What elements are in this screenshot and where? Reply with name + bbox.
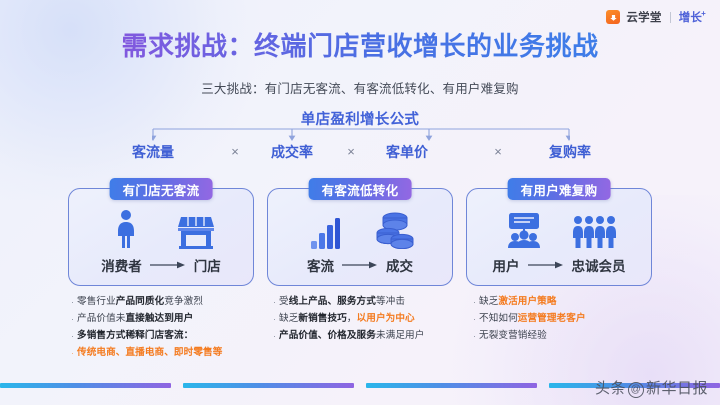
challenge-card-1: 有门店无客流	[68, 178, 254, 287]
bullet-text: 不知如何运营管理老客户	[479, 313, 586, 324]
formula-operator-2: ×	[347, 144, 355, 159]
arrow-right-icon	[342, 260, 378, 270]
bullet-item: ·多销售方式稀释门店客流：	[68, 328, 268, 344]
footer-bar-segment	[183, 383, 354, 388]
card-3-left-label: 用户	[492, 259, 520, 274]
watermark-prefix: 头条	[594, 380, 626, 397]
bullet-dot-icon: ·	[273, 314, 276, 324]
bullet-text: 零售行业产品同质化竞争激烈	[77, 296, 204, 307]
bullet-item: ·零售行业产品同质化竞争激烈	[68, 294, 268, 310]
bullet-column-2: ·受线上产品、服务方式等冲击·缺乏新销售技巧，以用户为中心·产品价值、价格及服务…	[270, 294, 470, 345]
bullet-dot-icon: ·	[71, 331, 74, 341]
bullet-text: 多销售方式稀释门店客流：	[77, 330, 194, 341]
arrow-right-icon	[149, 260, 186, 270]
card-2-label-row: 客流 成交	[268, 255, 452, 275]
bullet-text: 受线上产品、服务方式等冲击	[279, 296, 406, 307]
presentation-audience-icon	[495, 207, 553, 249]
bullet-item: ·不知如何运营管理老客户	[470, 311, 670, 327]
bullet-dot-icon: ·	[71, 314, 74, 324]
card-1-right-label: 门店	[193, 259, 221, 274]
bullet-dot-icon: ·	[71, 348, 74, 358]
footer-bar-segment	[366, 383, 537, 388]
formula-operator-1: ×	[231, 144, 239, 159]
card-3-label-row: 用户 忠诚会员	[467, 255, 651, 275]
bullet-dot-icon: ·	[473, 314, 476, 324]
bullet-item: ·产品价值未直接触达到用户	[68, 311, 268, 327]
bullet-column-1: ·零售行业产品同质化竞争激烈·产品价值未直接触达到用户·多销售方式稀释门店客流：…	[68, 294, 268, 362]
brand-sub-name: 增长+	[678, 9, 706, 24]
brand-logo: 云学堂 增长+	[606, 9, 706, 25]
bar-chart-icon	[296, 207, 354, 249]
card-2-badge: 有客流低转化	[308, 178, 412, 200]
bullet-dot-icon: ·	[273, 297, 276, 307]
formula-term-1: 客流量	[132, 144, 174, 160]
formula-term-2: 成交率	[271, 144, 313, 160]
card-1-body: 消费者 门店	[69, 205, 253, 287]
bullet-dot-icon: ·	[273, 331, 276, 341]
watermark: 头条@新华日报	[595, 377, 708, 398]
bullet-dot-icon: ·	[71, 297, 74, 307]
formula-term-4: 复购率	[549, 144, 591, 160]
bullet-text: 缺乏新销售技巧，以用户为中心	[279, 313, 415, 324]
bullet-dot-icon: ·	[473, 331, 476, 341]
card-2-right-label: 成交	[386, 259, 413, 274]
card-3-badge: 有用户难复购	[507, 178, 611, 200]
bullet-item: ·缺乏新销售技巧，以用户为中心	[270, 311, 470, 327]
coins-icon	[366, 207, 424, 249]
bullet-item: ·缺乏激活用户策略	[470, 294, 670, 310]
footer-bar-segment	[0, 383, 171, 388]
card-1-left-label: 消费者	[101, 259, 142, 274]
formula-row: 客流量 × 成交率 × 客单价 × 复购率	[60, 142, 660, 164]
formula-title: 单店盈利增长公式	[300, 112, 420, 128]
card-2-body: 客流 成交	[268, 205, 452, 287]
bullet-item: ·传统电商、直播电商、即时零售等	[68, 345, 268, 361]
people-group-icon	[565, 207, 623, 249]
card-2-icon-row	[268, 205, 452, 249]
bullet-item: ·受线上产品、服务方式等冲击	[270, 294, 470, 310]
bullet-text: 缺乏激活用户策略	[479, 296, 557, 307]
bullet-text: 产品价值未直接触达到用户	[77, 313, 194, 324]
page-title: 需求挑战：终端门店营收增长的业务挑战	[0, 26, 720, 63]
brand-plus-glyph: +	[701, 9, 706, 19]
bullet-item: ·无裂变营销经验	[470, 328, 670, 344]
card-1-label-row: 消费者 门店	[69, 255, 253, 275]
brand-name: 云学堂	[626, 12, 662, 24]
bullet-text: 无裂变营销经验	[479, 330, 547, 341]
formula-term-3: 客单价	[386, 144, 428, 160]
challenge-card-2: 有客流低转化	[267, 178, 453, 287]
formula-operator-3: ×	[494, 144, 502, 159]
cloud-logo-icon	[606, 10, 621, 24]
bullet-text: 产品价值、价格及服务未满足用户	[279, 330, 425, 341]
bullet-dot-icon: ·	[473, 297, 476, 307]
card-2-left-label: 客流	[307, 259, 334, 274]
bullet-column-3: ·缺乏激活用户策略·不知如何运营管理老客户·无裂变营销经验	[470, 294, 670, 345]
bullet-item: ·产品价值、价格及服务未满足用户	[270, 328, 470, 344]
page-subtitle: 三大挑战：有门店无客流、有客流低转化、有用户难复购	[201, 82, 519, 96]
formula-bracket	[152, 128, 570, 142]
store-icon	[167, 207, 225, 249]
at-icon: @	[627, 382, 644, 398]
brand-divider	[669, 11, 671, 23]
card-1-badge: 有门店无客流	[109, 178, 213, 200]
card-3-body: 用户 忠诚会员	[467, 205, 651, 287]
person-icon	[97, 207, 155, 249]
arrow-right-icon	[527, 260, 564, 270]
card-1-icon-row	[69, 205, 253, 249]
challenge-card-3: 有用户难复购	[466, 178, 652, 287]
bullet-text: 传统电商、直播电商、即时零售等	[77, 347, 223, 358]
card-3-right-label: 忠诚会员	[571, 259, 626, 274]
card-3-icon-row	[467, 205, 651, 249]
watermark-name: 新华日报	[645, 380, 708, 397]
